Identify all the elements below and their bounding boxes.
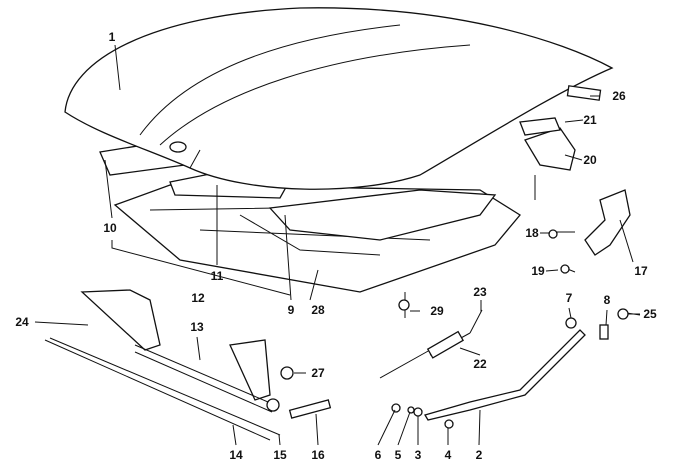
- callout-1: 1: [108, 30, 116, 44]
- support-rod: [424, 329, 586, 421]
- callout-24: 24: [15, 315, 29, 329]
- hinge-right: [229, 339, 271, 401]
- callout-8: 8: [603, 293, 611, 307]
- gas-strut: [379, 309, 483, 379]
- hinge-left: [80, 289, 161, 351]
- callout-12: 12: [191, 291, 205, 305]
- callout-13: 13: [190, 320, 204, 334]
- callout-5: 5: [394, 448, 402, 461]
- callout-19: 19: [531, 264, 545, 278]
- callout-14: 14: [229, 448, 243, 461]
- callout-3: 3: [414, 448, 422, 461]
- callout-9: 9: [287, 303, 295, 317]
- callout-18: 18: [525, 226, 539, 240]
- callout-4: 4: [444, 448, 452, 461]
- callout-21: 21: [583, 113, 597, 127]
- callout-20: 20: [583, 153, 597, 167]
- callout-2: 2: [475, 448, 483, 461]
- callout-10: 10: [103, 221, 117, 235]
- callout-17: 17: [634, 264, 648, 278]
- callout-23: 23: [473, 285, 487, 299]
- callout-15: 15: [273, 448, 287, 461]
- callout-26: 26: [612, 89, 626, 103]
- callout-7: 7: [565, 291, 573, 305]
- callout-16: 16: [311, 448, 325, 461]
- callout-28: 28: [311, 303, 325, 317]
- callout-29: 29: [430, 304, 444, 318]
- callout-11: 11: [210, 269, 224, 283]
- insulation-pad-9: [268, 189, 497, 241]
- callout-22: 22: [473, 357, 487, 371]
- hood-lock-bracket: [584, 189, 631, 256]
- callout-25: 25: [643, 307, 657, 321]
- torsion-bar: [134, 344, 276, 413]
- callout-6: 6: [374, 448, 382, 461]
- release-cable: [44, 337, 281, 441]
- callout-27: 27: [311, 366, 325, 380]
